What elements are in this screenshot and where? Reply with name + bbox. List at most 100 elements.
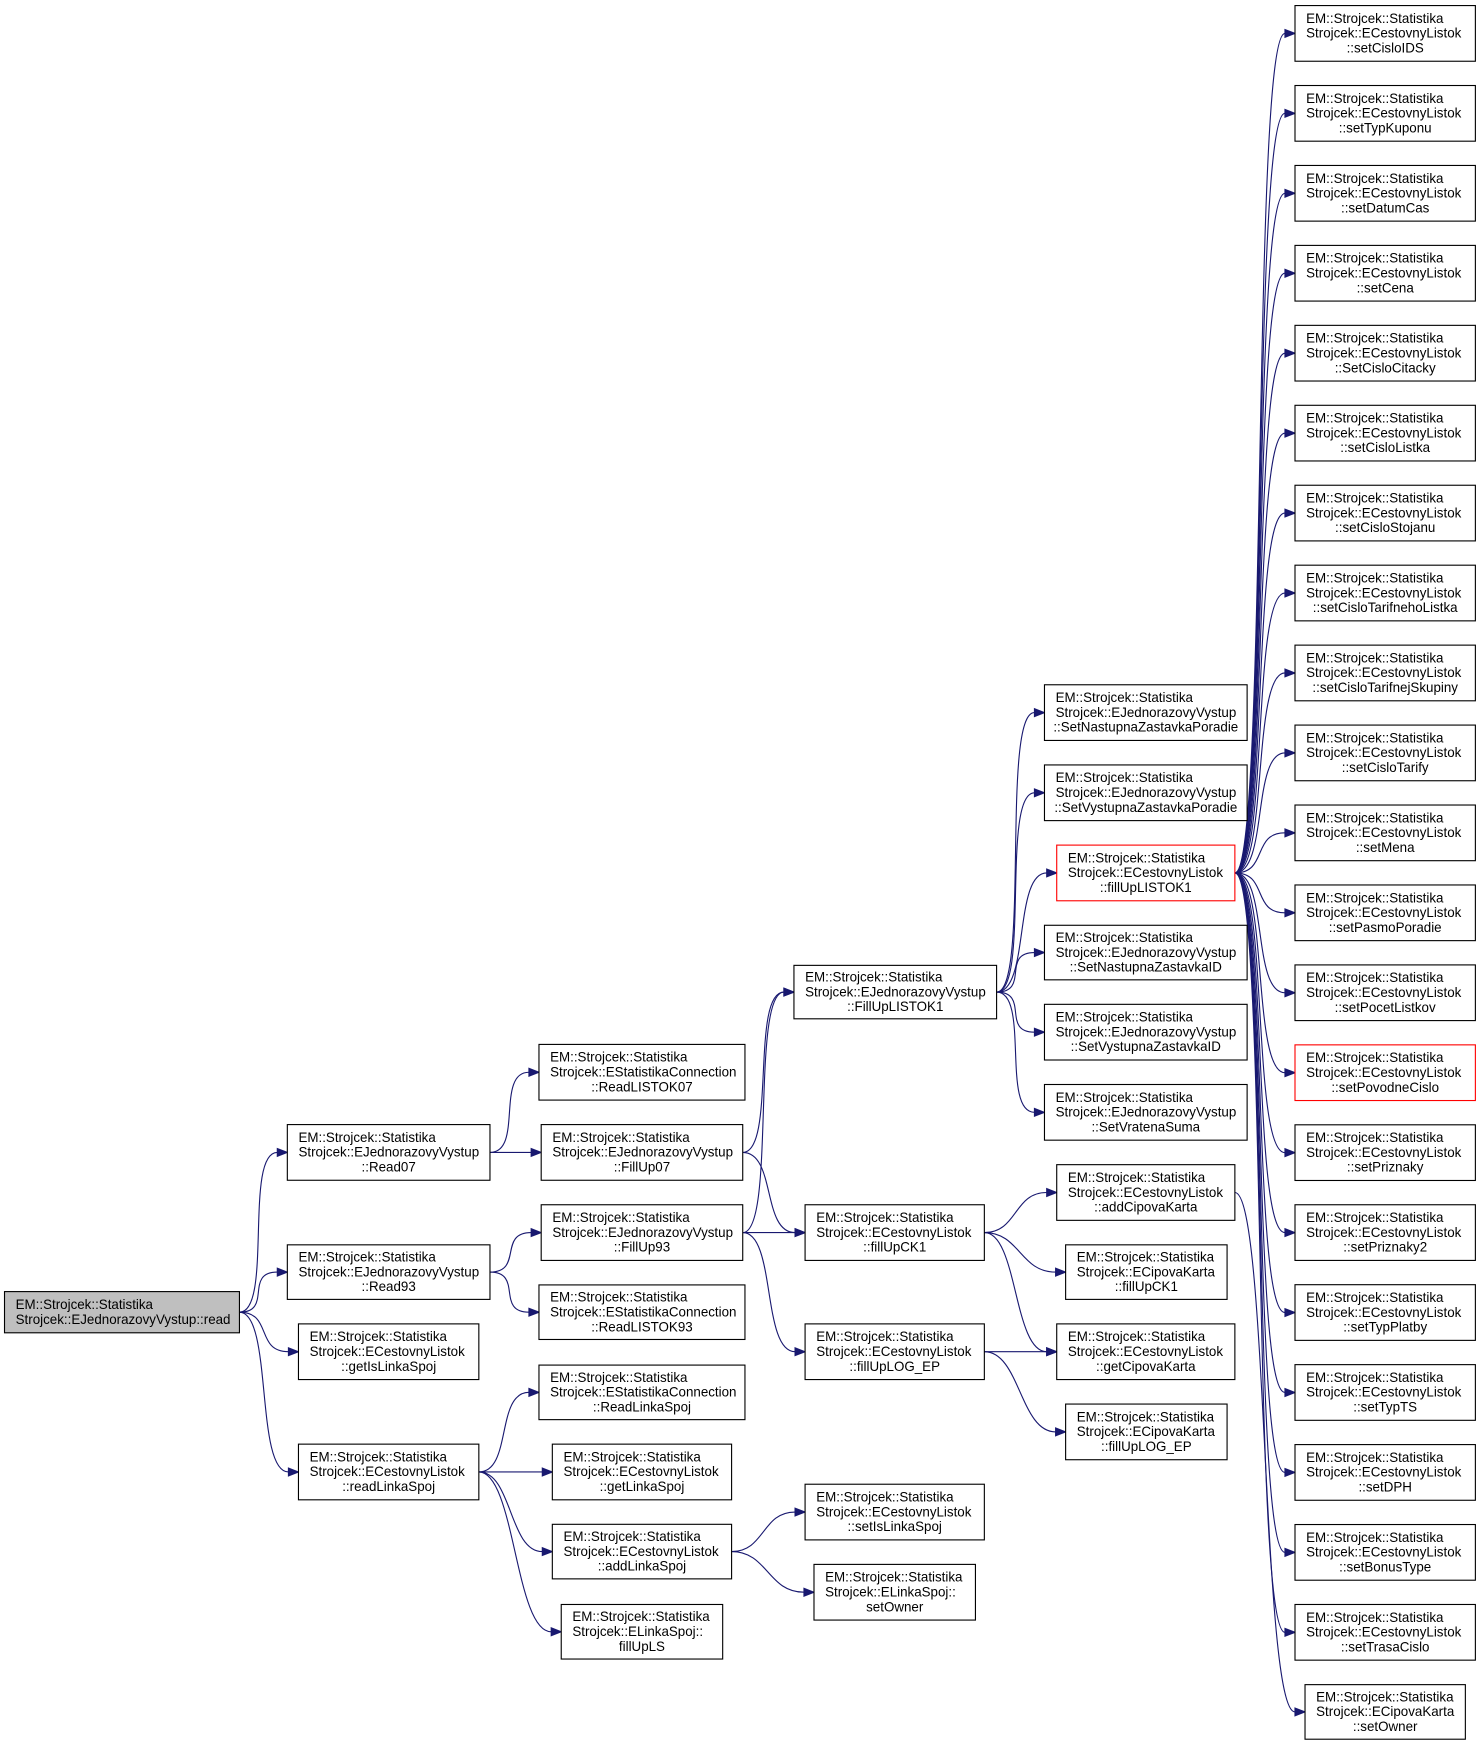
node-set-cena[interactable]: EM::Strojcek::StatistikaStrojcek::ECesto… (1294, 244, 1476, 302)
node-read-linka-spoj-conn[interactable]: EM::Strojcek::StatistikaStrojcek::EStati… (538, 1364, 746, 1421)
arrowhead-icon (1284, 748, 1297, 758)
node-ckfill-up-ck1[interactable]: EM::Strojcek::StatistikaStrojcek::ECipov… (1065, 1244, 1228, 1300)
node-get-cipova-karta[interactable]: EM::Strojcek::StatistikaStrojcek::ECesto… (1056, 1323, 1236, 1381)
node-box (1294, 724, 1476, 782)
node-set-typ-ts[interactable]: EM::Strojcek::StatistikaStrojcek::ECesto… (1294, 1364, 1476, 1421)
node-label-line: ::FillUp07 (614, 1160, 670, 1175)
node-set-bonus-type[interactable]: EM::Strojcek::StatistikaStrojcek::ECesto… (1294, 1523, 1476, 1581)
node-label-line: ::ReadLISTOK07 (591, 1079, 693, 1094)
node-box (540, 1124, 744, 1181)
node-set-povodne-cislo[interactable]: EM::Strojcek::StatistikaStrojcek::ECesto… (1294, 1044, 1476, 1102)
edge-line (996, 872, 1047, 993)
node-set-pocet-listkov[interactable]: EM::Strojcek::StatistikaStrojcek::ECesto… (1294, 964, 1476, 1022)
node-label-line: EM::Strojcek::Statistika (1077, 1409, 1215, 1424)
node-set-cislo-ids[interactable]: EM::Strojcek::StatistikaStrojcek::ECesto… (1294, 5, 1476, 62)
arrowhead-icon (528, 1307, 541, 1317)
node-set-nastupna-zastavka-poradie[interactable]: EM::Strojcek::StatistikaStrojcek::EJedno… (1043, 684, 1248, 741)
node-set-cislo-tarifnej-skupiny[interactable]: EM::Strojcek::StatistikaStrojcek::ECesto… (1294, 644, 1476, 702)
edge-fill-up-listok1-to-set-cislo-citacky (1234, 348, 1297, 874)
node-add-cipova-karta[interactable]: EM::Strojcek::StatistikaStrojcek::ECesto… (1056, 1164, 1236, 1221)
node-label-line: EM::Strojcek::Statistika (298, 1250, 436, 1265)
node-label-line: EM::Strojcek::Statistika (1056, 1090, 1194, 1105)
node-set-nastupna-zastavka-id[interactable]: EM::Strojcek::StatistikaStrojcek::EJedno… (1043, 924, 1248, 981)
node-read[interactable]: EM::Strojcek::StatistikaStrojcek::EJedno… (3, 1291, 241, 1334)
edge-fill-up-listok1-to-set-vystupna-zastavka-id (996, 991, 1047, 1037)
node-box (538, 1284, 746, 1341)
node-box (297, 1443, 480, 1501)
node-label-line: EM::Strojcek::Statistika (1306, 1290, 1444, 1305)
node-box (1065, 1244, 1228, 1300)
node-label-line: ::setCisloStojanu (1335, 520, 1435, 535)
node-fill-up-listok1[interactable]: EM::Strojcek::StatistikaStrojcek::ECesto… (1056, 844, 1236, 902)
node-ckfill-up-log-ep[interactable]: EM::Strojcek::StatistikaStrojcek::ECipov… (1065, 1403, 1228, 1461)
node-label-line: Strojcek::ECestovnyListok (1306, 505, 1461, 520)
node-set-is-linka-spoj[interactable]: EM::Strojcek::StatistikaStrojcek::ECesto… (804, 1483, 985, 1541)
node-set-datum-cas[interactable]: EM::Strojcek::StatistikaStrojcek::ECesto… (1294, 164, 1476, 222)
arrowhead-icon (287, 1347, 300, 1357)
node-set-cislo-stojanu[interactable]: EM::Strojcek::StatistikaStrojcek::ECesto… (1294, 484, 1476, 542)
node-read07[interactable]: EM::Strojcek::StatistikaStrojcek::EJedno… (286, 1124, 491, 1181)
edge-line (1234, 872, 1286, 1394)
node-get-is-linka-spoj[interactable]: EM::Strojcek::StatistikaStrojcek::ECesto… (297, 1323, 480, 1381)
node-fill-up-ls[interactable]: EM::Strojcek::StatistikaStrojcek::ELinka… (560, 1603, 724, 1660)
node-set-vystupna-zastavka-id[interactable]: EM::Strojcek::StatistikaStrojcek::EJedno… (1043, 1003, 1248, 1061)
node-set-cislo-citacky[interactable]: EM::Strojcek::StatistikaStrojcek::ECesto… (1294, 324, 1476, 382)
node-label-line: Strojcek::ECestovnyListok (1306, 985, 1461, 1000)
node-fill-up93[interactable]: EM::Strojcek::StatistikaStrojcek::EJedno… (540, 1204, 744, 1261)
edge-fill-up-listok1-to-set-cislo-tarifnej-skupiny (1234, 668, 1297, 874)
node-set-vystupna-zastavka-poradie[interactable]: EM::Strojcek::StatistikaStrojcek::EJedno… (1043, 764, 1248, 822)
node-label-line: ::setTypPlatby (1343, 1320, 1427, 1335)
edge-fill-up93-to-fill-up-ck1 (742, 1227, 807, 1238)
node-label-line: Strojcek::ECestovnyListok (1306, 585, 1461, 600)
node-label-line: ::getLinkaSpoj (600, 1479, 685, 1494)
node-set-trasa-cislo[interactable]: EM::Strojcek::StatistikaStrojcek::ECesto… (1294, 1603, 1476, 1661)
node-set-cislo-listka[interactable]: EM::Strojcek::StatistikaStrojcek::ECesto… (1294, 404, 1476, 462)
node-label-line: ::setDPH (1358, 1480, 1411, 1495)
node-read-listok07[interactable]: EM::Strojcek::StatistikaStrojcek::EStati… (538, 1043, 746, 1101)
node-fill-up07[interactable]: EM::Strojcek::StatistikaStrojcek::EJedno… (540, 1124, 744, 1181)
node-set-vratena-suma[interactable]: EM::Strojcek::StatistikaStrojcek::EJedno… (1043, 1083, 1248, 1141)
node-label-line: Strojcek::EStatistikaConnection (550, 1385, 736, 1400)
node-set-priznaky2[interactable]: EM::Strojcek::StatistikaStrojcek::ECesto… (1294, 1204, 1476, 1261)
node-set-typ-platby[interactable]: EM::Strojcek::StatistikaStrojcek::ECesto… (1294, 1284, 1476, 1341)
edge-fill-up-listok1-to-set-dph (1234, 872, 1297, 1478)
edge-fill-up-listok1-to-set-priznaky (1234, 872, 1297, 1158)
arrowhead-icon (794, 1227, 807, 1238)
arrowhead-icon (794, 1507, 807, 1517)
node-label-line: ::setCisloIDS (1347, 40, 1424, 55)
node-set-mena[interactable]: EM::Strojcek::StatistikaStrojcek::ECesto… (1294, 804, 1476, 862)
node-label-line: Strojcek::ECestovnyListok (1306, 425, 1461, 440)
node-ckset-owner[interactable]: EM::Strojcek::StatistikaStrojcek::ECipov… (1304, 1684, 1466, 1740)
edge-line (1234, 192, 1286, 874)
arrowhead-icon (1046, 868, 1059, 878)
node-label-line: ::SetVratenaSuma (1091, 1119, 1200, 1134)
node-set-cislo-tarify[interactable]: EM::Strojcek::StatistikaStrojcek::ECesto… (1294, 724, 1476, 782)
node-read-linka-spoj[interactable]: EM::Strojcek::StatistikaStrojcek::ECesto… (297, 1443, 480, 1501)
node-label-line: ::fillUpCK1 (863, 1240, 926, 1255)
node-read-listok93[interactable]: EM::Strojcek::StatistikaStrojcek::EStati… (538, 1284, 746, 1341)
node-label-line: EM::Strojcek::Statistika (1306, 1370, 1444, 1385)
node-add-linka-spoj[interactable]: EM::Strojcek::StatistikaStrojcek::ECesto… (551, 1523, 733, 1580)
node-label-line: ::setPocetListkov (1335, 1000, 1436, 1015)
node-set-typ-kuponu[interactable]: EM::Strojcek::StatistikaStrojcek::ECesto… (1294, 84, 1476, 142)
node-box (1294, 484, 1476, 542)
edge-line (984, 1232, 1047, 1353)
node-read93[interactable]: EM::Strojcek::StatistikaStrojcek::EJedno… (286, 1244, 491, 1300)
node-label-line: setOwner (866, 1599, 924, 1614)
node-fill-up-log-ep[interactable]: EM::Strojcek::StatistikaStrojcek::ECesto… (804, 1323, 985, 1381)
arrowhead-icon (783, 987, 796, 997)
node-fill-up-listok1[interactable]: EM::Strojcek::StatistikaStrojcek::EJedno… (793, 964, 998, 1020)
node-set-priznaky[interactable]: EM::Strojcek::StatistikaStrojcek::ECesto… (1294, 1124, 1476, 1182)
node-label-line: Strojcek::ECestovnyListok (1068, 1344, 1223, 1359)
node-set-dph[interactable]: EM::Strojcek::StatistikaStrojcek::ECesto… (1294, 1444, 1476, 1501)
edge-line (1234, 32, 1286, 874)
node-get-linka-spoj[interactable]: EM::Strojcek::StatistikaStrojcek::ECesto… (551, 1443, 733, 1501)
node-lsset-owner[interactable]: EM::Strojcek::StatistikaStrojcek::ELinka… (813, 1563, 976, 1621)
node-label-line: EM::Strojcek::Statistika (1306, 1610, 1444, 1625)
node-fill-up-ck1[interactable]: EM::Strojcek::StatistikaStrojcek::ECesto… (804, 1204, 985, 1261)
node-label-line: ::SetNastupnaZastavkaPoradie (1053, 720, 1238, 735)
node-set-pasmo-poradie[interactable]: EM::Strojcek::StatistikaStrojcek::ECesto… (1294, 884, 1476, 942)
arrowhead-icon (1284, 1067, 1297, 1078)
node-set-cislo-tarifneho-listka[interactable]: EM::Strojcek::StatistikaStrojcek::ECesto… (1294, 564, 1476, 622)
arrowhead-icon (276, 1147, 289, 1158)
